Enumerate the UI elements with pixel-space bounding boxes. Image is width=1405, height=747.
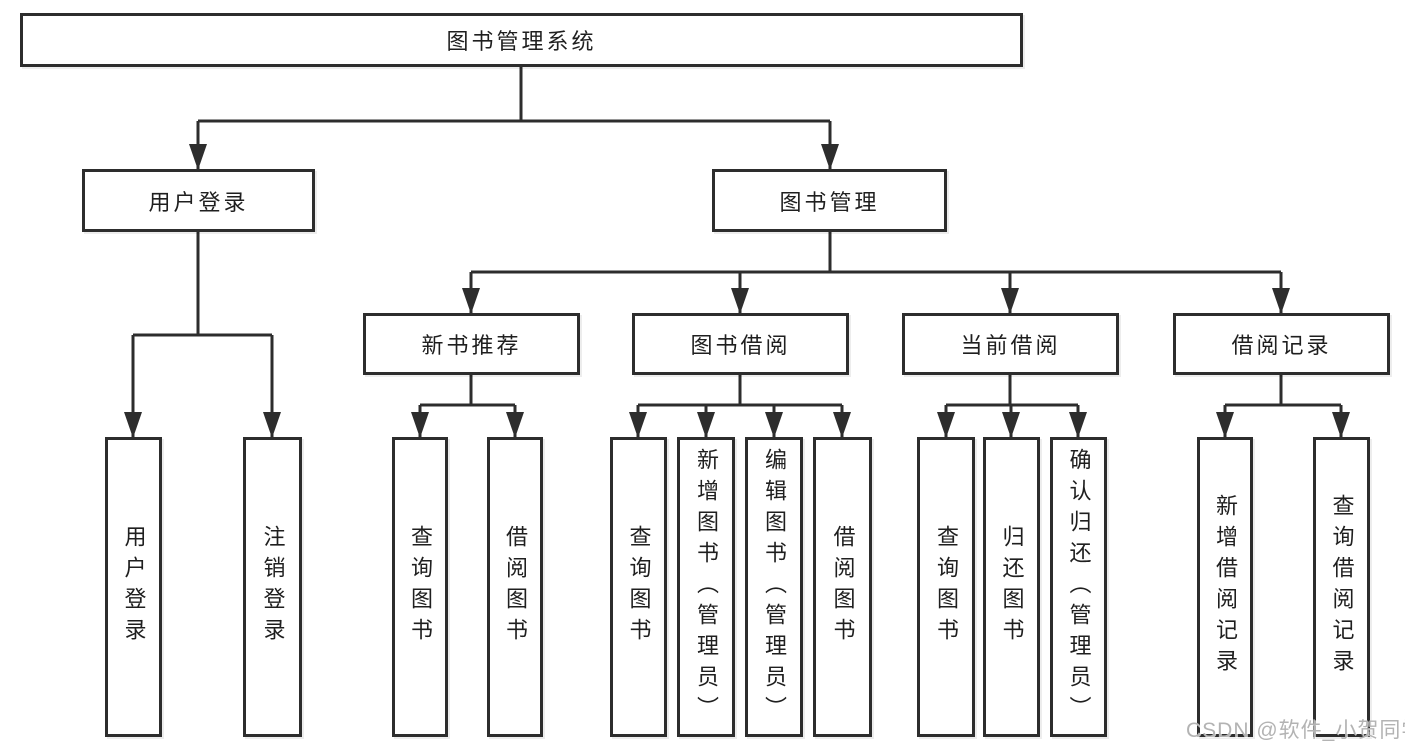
node-new-book-recommendation: 新书推荐 xyxy=(363,313,580,375)
leaf-borrow-books-borrowing: 借阅图书 xyxy=(813,437,872,737)
node-label: 图书管理 xyxy=(779,189,880,215)
node-book-borrowing: 图书借阅 xyxy=(632,313,849,375)
leaf-label: 用户登录 xyxy=(121,525,147,649)
node-root: 图书管理系统 xyxy=(20,13,1023,67)
node-label: 借阅记录 xyxy=(1231,333,1332,358)
leaf-edit-book-admin: 编辑图书（管理员） xyxy=(745,437,803,737)
node-borrowing-records: 借阅记录 xyxy=(1173,313,1390,375)
leaf-query-books-current: 查询图书 xyxy=(917,437,975,737)
leaf-label: 借阅图书 xyxy=(503,525,528,649)
node-label: 新书推荐 xyxy=(421,333,522,358)
node-current-borrowing: 当前借阅 xyxy=(902,313,1119,375)
node-label: 用户登录 xyxy=(148,189,249,215)
leaf-label: 查询图书 xyxy=(934,525,959,649)
leaf-query-borrow-record: 查询借阅记录 xyxy=(1313,437,1370,737)
leaf-label: 新增图书（管理员） xyxy=(694,447,719,727)
leaf-add-borrow-record: 新增借阅记录 xyxy=(1197,437,1253,737)
leaf-label: 注销登录 xyxy=(260,525,286,649)
node-user-login: 用户登录 xyxy=(82,169,315,232)
node-label: 当前借阅 xyxy=(960,333,1061,358)
leaf-borrow-books-recommend: 借阅图书 xyxy=(487,437,543,737)
leaf-label: 编辑图书（管理员） xyxy=(762,447,787,727)
leaf-label: 新增借阅记录 xyxy=(1213,494,1238,680)
leaf-query-books-recommend: 查询图书 xyxy=(392,437,448,737)
csdn-watermark: CSDN @软件_小贺同学 xyxy=(1186,719,1405,742)
node-label: 图书借阅 xyxy=(690,333,791,358)
leaf-label: 查询借阅记录 xyxy=(1329,494,1355,680)
leaf-return-books: 归还图书 xyxy=(983,437,1040,737)
node-book-management: 图书管理 xyxy=(712,169,947,232)
leaf-label: 确认归还（管理员） xyxy=(1066,447,1092,727)
leaf-confirm-return-admin: 确认归还（管理员） xyxy=(1050,437,1107,737)
leaf-label: 查询图书 xyxy=(626,525,652,649)
leaf-label: 归还图书 xyxy=(999,525,1025,649)
leaf-label: 借阅图书 xyxy=(830,525,856,649)
leaf-label: 查询图书 xyxy=(408,525,433,649)
node-label: 图书管理系统 xyxy=(446,29,597,54)
leaf-user-login: 用户登录 xyxy=(105,437,162,737)
leaf-add-book-admin: 新增图书（管理员） xyxy=(677,437,735,737)
leaf-logout: 注销登录 xyxy=(243,437,302,737)
leaf-query-books-borrowing: 查询图书 xyxy=(610,437,667,737)
